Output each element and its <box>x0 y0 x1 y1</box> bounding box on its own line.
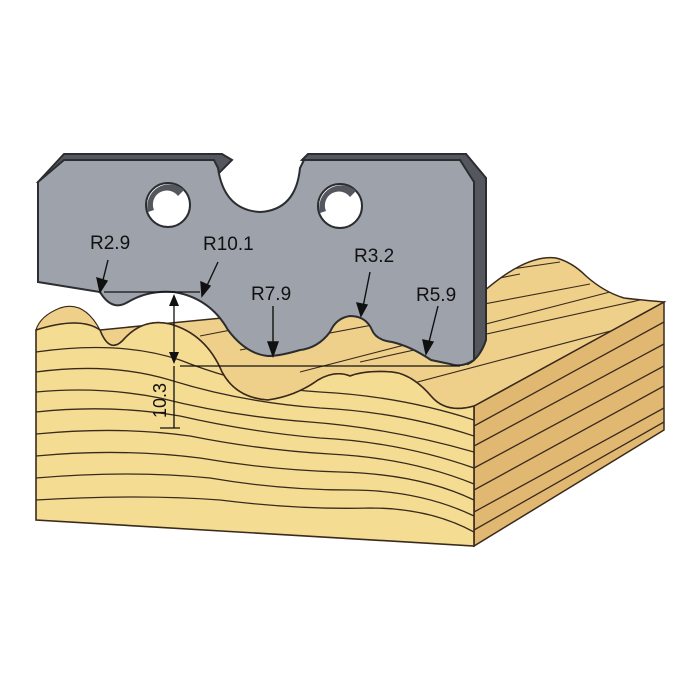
leader-arrows <box>96 259 439 359</box>
wood-block <box>35 256 667 548</box>
radius-label-r2-9: R2.9 <box>90 233 130 254</box>
radius-label-r5-9: R5.9 <box>416 285 456 306</box>
depth-dimension-label: 10.3 <box>150 383 170 418</box>
side-grain <box>474 321 664 531</box>
profile-knife <box>35 153 487 367</box>
dimension-arrows <box>169 294 179 428</box>
radius-label-r7-9: R7.9 <box>251 284 291 305</box>
mounting-hole-right <box>317 183 363 229</box>
radius-label-r3-2: R3.2 <box>354 246 394 267</box>
dimension-lines <box>104 291 460 429</box>
mounting-hole-left <box>145 182 191 228</box>
radius-label-r10-1: R10.1 <box>203 234 254 255</box>
